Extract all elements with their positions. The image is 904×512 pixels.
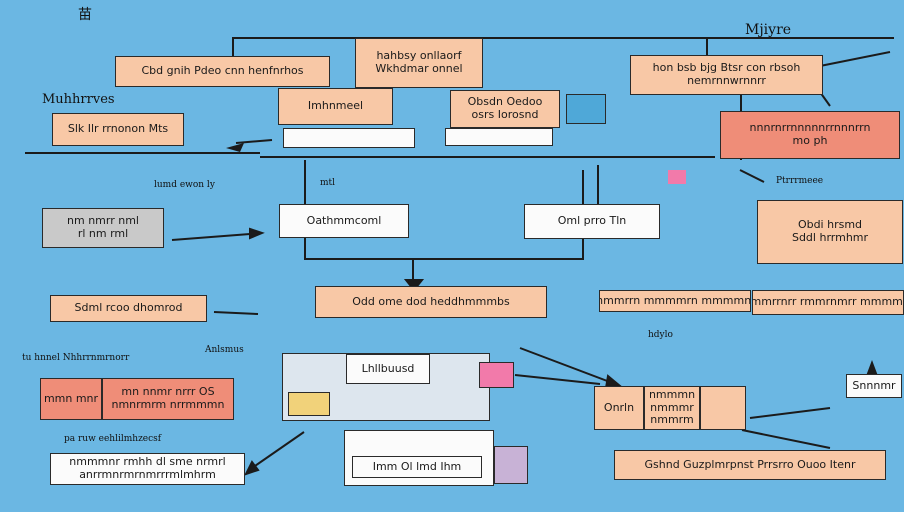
node-lower-right-grid-c — [700, 386, 746, 430]
mid-small-label: mtl — [320, 178, 336, 188]
node-bottom-center[interactable]: Imm Ol lmd Ihm — [352, 456, 482, 478]
connector-right-col — [597, 165, 599, 205]
node-far-right[interactable]: Snnnmr — [846, 374, 902, 398]
connector-top-left-drop — [232, 37, 234, 57]
connector-main-bus-2 — [260, 156, 715, 158]
connector-main-bus — [25, 152, 260, 154]
mid-left-label-2: Anlsmus — [205, 345, 244, 355]
connector-mid-arrow-stem — [412, 258, 414, 282]
mid-left-label: tu hnnel Nhhrrnmrnorr — [22, 353, 130, 363]
node-center-panel-thumb — [288, 392, 330, 416]
node-blue-icon — [566, 94, 606, 124]
node-center-right-box[interactable]: Oml prro Tln — [524, 204, 660, 239]
node-bottom-lavender — [494, 446, 528, 484]
node-top-left-b[interactable]: Slk Ilr rrnonon Mts — [52, 113, 184, 146]
node-bottom-right[interactable]: Gshnd Guzplmrpnst Prrsrro Ouoo Itenr — [614, 450, 886, 480]
node-mid-wide[interactable]: Odd ome dod heddhmmmbs — [315, 286, 547, 318]
lower-left-label: pa ruw eehlilmhzecsf — [64, 434, 162, 444]
node-left-mid[interactable]: Sdml rcoo dhomrod — [50, 295, 207, 322]
node-lower-right-grid-a[interactable]: Onrln — [594, 386, 644, 430]
title-right: Mjiyre — [745, 22, 792, 38]
left-small-label: lumd ewon ly — [154, 180, 215, 190]
node-top-left-a[interactable]: Cbd gnih Pdeo cnn henfnrhos — [115, 56, 330, 87]
right-mid-label: hdylo — [648, 330, 673, 340]
node-center-strip-b — [445, 128, 553, 146]
node-center-box[interactable]: Oathmmcoml — [279, 204, 409, 238]
node-pink-tag — [479, 362, 514, 388]
right-small-label: Ptrrrmeee — [776, 176, 824, 186]
node-top-center-strip — [283, 128, 415, 148]
connector-top-horizontal — [232, 37, 894, 39]
connector-top-right-drop — [706, 37, 708, 57]
corner-glyph: 苗 — [78, 7, 92, 23]
node-top-left-c[interactable]: Imhnmeel — [278, 88, 393, 125]
connector-center-horizontal — [304, 258, 584, 260]
left-heading: Muhhrrves — [42, 92, 115, 107]
node-left-salmon-a[interactable]: mmn mnr — [40, 378, 102, 420]
node-center-panel-title[interactable]: Lhllbuusd — [346, 354, 430, 384]
